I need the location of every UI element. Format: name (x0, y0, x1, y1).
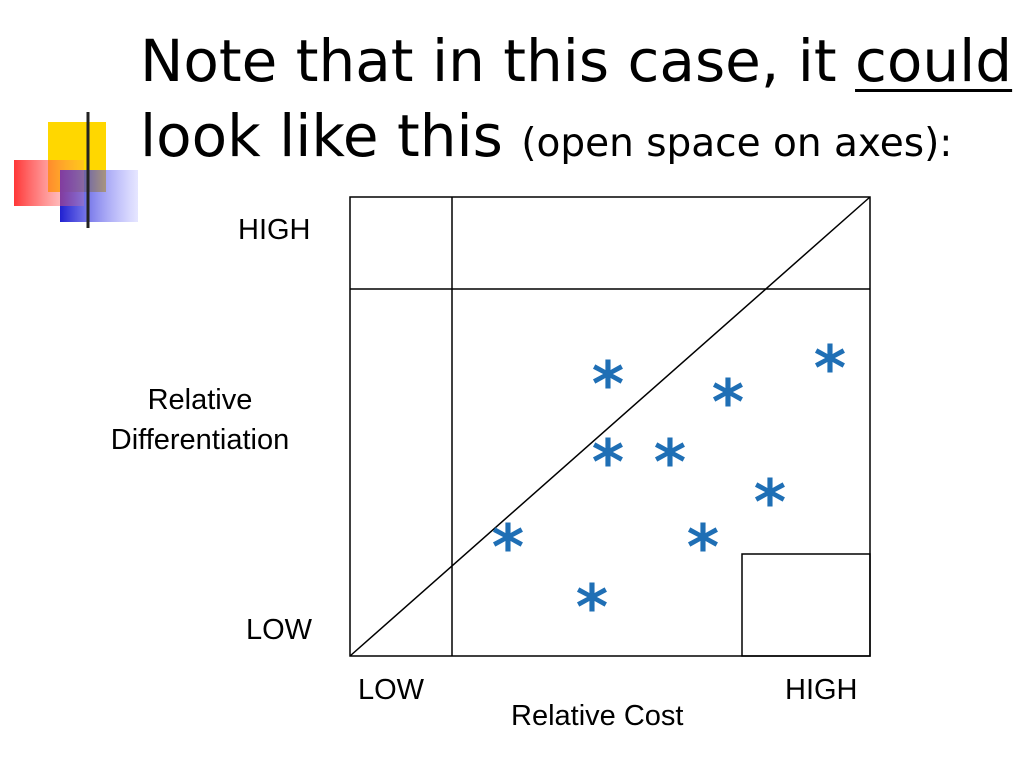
asterisk-marker: * (592, 426, 624, 499)
y-axis-title-line1: Relative (147, 384, 253, 416)
y-axis-title: Relative Differentiation (90, 383, 310, 457)
asterisk-marker: * (492, 511, 524, 584)
asterisk-marker: * (687, 511, 719, 584)
y-axis-low-label: LOW (246, 614, 313, 646)
title-text-part1: Note that in this case, it (140, 27, 856, 95)
slide-title: Note that in this case, it could look li… (140, 24, 1013, 181)
x-axis-title: Relative Cost (511, 700, 684, 732)
asterisk-marker: * (592, 348, 624, 421)
title-text-part2: look like this (140, 102, 522, 170)
asterisk-marker: * (654, 426, 686, 499)
bottom-right-box (741, 553, 871, 657)
y-axis-title-line2: Differentiation (110, 424, 290, 456)
title-subtitle: (open space on axes): (521, 121, 953, 166)
y-axis-high-label: HIGH (238, 214, 311, 246)
asterisk-marker: * (814, 332, 846, 405)
title-emphasis: could (855, 27, 1013, 95)
asterisk-marker: * (576, 571, 608, 644)
asterisk-marker: * (754, 466, 786, 539)
red-square-decoration (14, 160, 84, 206)
diagonal-line (349, 196, 871, 657)
marker-group: ********* (492, 332, 846, 644)
asterisk-marker: * (712, 366, 744, 439)
plot-frame (349, 196, 871, 657)
x-axis-high-label: HIGH (785, 674, 858, 706)
x-axis-low-label: LOW (358, 674, 425, 706)
